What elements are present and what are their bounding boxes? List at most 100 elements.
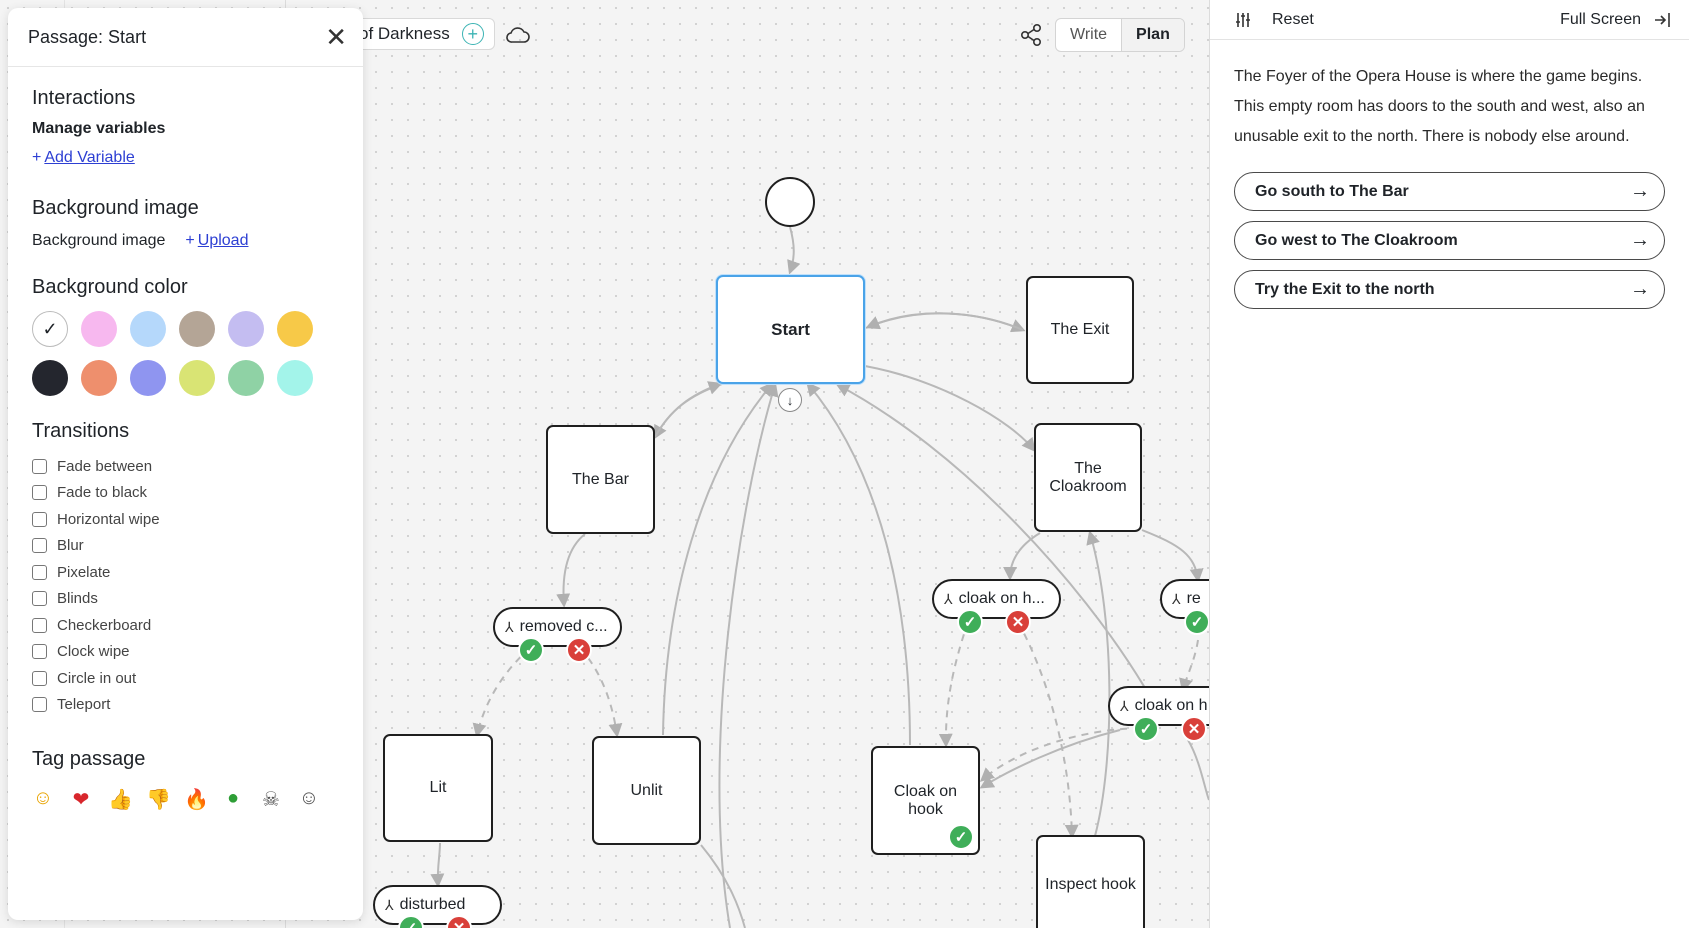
settings-sliders-icon[interactable] [1234, 11, 1252, 29]
close-icon[interactable]: ✕ [1005, 609, 1031, 635]
passage-node-the-exit[interactable]: The Exit [1026, 276, 1134, 384]
transition-checkbox[interactable] [32, 564, 47, 580]
transition-option[interactable]: Circle in out [32, 665, 339, 692]
condition-label: disturbed [399, 896, 466, 913]
smile-icon[interactable]: ☺ [32, 787, 54, 809]
arrow-right-icon: → [1630, 229, 1650, 251]
transition-option[interactable]: Fade to black [32, 480, 339, 507]
choice-label: Go west to The Cloakroom [1255, 231, 1458, 249]
color-swatch[interactable] [277, 311, 313, 347]
color-swatch[interactable] [228, 311, 264, 347]
transition-option[interactable]: Pixelate [32, 559, 339, 586]
transition-label: Teleport [57, 696, 111, 714]
transition-checkbox[interactable] [32, 670, 47, 686]
skull-icon[interactable]: ☠ [262, 789, 280, 811]
background-image-row: Background image +Upload [32, 232, 339, 250]
passage-node-inspect-hook[interactable]: Inspect hook [1036, 835, 1145, 928]
check-icon[interactable]: ✓ [957, 609, 983, 635]
background-image-label: Background image [32, 232, 166, 249]
condition-node-removed[interactable]: ⅄ removed c... [493, 607, 622, 647]
choice-button[interactable]: Try the Exit to the north → [1234, 270, 1665, 309]
color-swatch[interactable] [81, 311, 117, 347]
transition-checkbox[interactable] [32, 538, 47, 554]
story-title-text: of Darkness [359, 24, 450, 43]
transition-option[interactable]: Fade between [32, 453, 339, 480]
color-swatch[interactable] [179, 311, 215, 347]
add-passage-icon[interactable]: + [461, 23, 484, 45]
plan-mode-button[interactable]: Plan [1122, 19, 1184, 51]
transition-label: Blinds [57, 590, 98, 608]
check-icon[interactable]: ✓ [518, 637, 544, 663]
transition-label: Pixelate [57, 563, 111, 581]
transition-option[interactable]: Teleport [32, 692, 339, 719]
transition-option[interactable]: Blur [32, 533, 339, 560]
transition-checkbox[interactable] [32, 697, 47, 713]
collapse-panel-icon[interactable] [1653, 11, 1671, 29]
transition-checkbox[interactable] [32, 644, 47, 660]
choice-button[interactable]: Go south to The Bar→ [1234, 172, 1665, 211]
thumbs-down-icon[interactable]: 👎 [146, 789, 171, 811]
transition-checkbox[interactable] [32, 591, 47, 607]
transition-label: Horizontal wipe [57, 510, 160, 528]
full-screen-button[interactable]: Full Screen [1560, 10, 1641, 28]
color-swatch[interactable]: ✓ [32, 311, 68, 347]
choice-list: Go south to The Bar→ Go west to The Cloak… [1210, 152, 1689, 309]
close-icon[interactable]: ✕ [566, 637, 592, 663]
transition-checkbox[interactable] [32, 617, 47, 633]
add-emoji-icon[interactable]: ☺ [298, 787, 320, 809]
choice-button[interactable]: Go west to The Cloakroom → [1234, 221, 1665, 260]
preview-toolbar: Reset Full Screen [1210, 0, 1689, 40]
passage-node-start[interactable]: Start [716, 275, 865, 384]
transition-option[interactable]: Checkerboard [32, 612, 339, 639]
branch-icon: ⅄ [505, 618, 514, 635]
cloud-sync-icon[interactable] [505, 24, 531, 46]
passage-node-label: Cloak on hook [893, 782, 958, 818]
branch-icon: ⅄ [944, 590, 953, 607]
transition-checkbox[interactable] [32, 511, 47, 527]
check-icon[interactable]: ✓ [1133, 716, 1159, 742]
color-swatch[interactable] [32, 360, 68, 396]
color-swatch[interactable] [130, 311, 166, 347]
write-mode-button[interactable]: Write [1056, 19, 1123, 51]
choice-label: Try the Exit to the north [1255, 280, 1435, 298]
color-swatch[interactable] [130, 360, 166, 396]
condition-label: re [1186, 590, 1201, 607]
reset-button[interactable]: Reset [1272, 10, 1314, 28]
transition-label: Fade between [57, 457, 153, 475]
color-swatch[interactable] [277, 360, 313, 396]
arrow-down-icon[interactable]: ↓ [778, 388, 802, 412]
color-swatch[interactable] [228, 360, 264, 396]
arrow-right-icon: → [1630, 278, 1650, 300]
upload-link[interactable]: Upload [197, 232, 249, 249]
fire-icon[interactable]: 🔥 [184, 789, 209, 811]
passage-node-the-cloakroom[interactable]: The Cloakroom [1034, 423, 1142, 532]
tag-list: ☺ ❤ 👍 👎 🔥 ● ☠ ☺ [32, 787, 339, 812]
passage-node-lit[interactable]: Lit [383, 734, 493, 842]
passage-node-the-bar[interactable]: The Bar [546, 425, 655, 534]
condition-label: removed c... [519, 618, 608, 635]
color-swatch[interactable] [179, 360, 215, 396]
heart-icon[interactable]: ❤ [72, 789, 90, 811]
green-circle-icon[interactable]: ● [226, 787, 240, 809]
transition-checkbox[interactable] [32, 458, 47, 474]
transition-option[interactable]: Blinds [32, 586, 339, 613]
story-title[interactable]: of Darkness + [352, 18, 495, 50]
condition-node-cloak-on-hook[interactable]: ⅄ cloak on h... [932, 579, 1061, 619]
color-swatch[interactable] [81, 360, 117, 396]
transitions-heading: Transitions [32, 420, 130, 442]
transition-option[interactable]: Clock wipe [32, 639, 339, 666]
add-variable-link[interactable]: Add Variable [44, 149, 135, 166]
passage-text: The Foyer of the Opera House is where th… [1234, 68, 1645, 145]
transition-option[interactable]: Horizontal wipe [32, 506, 339, 533]
branch-icon: ⅄ [385, 896, 394, 913]
condition-node-disturbed[interactable]: ⅄ disturbed [373, 885, 502, 925]
share-icon[interactable] [1018, 22, 1044, 48]
panel-title: Passage: Start [28, 26, 147, 47]
transition-checkbox[interactable] [32, 485, 47, 501]
thumbs-up-icon[interactable]: 👍 [108, 789, 133, 811]
passage-node-unlit[interactable]: Unlit [592, 736, 701, 845]
close-icon[interactable]: ✕ [1181, 716, 1207, 742]
close-icon[interactable]: ✕ [325, 22, 347, 52]
check-icon[interactable]: ✓ [1184, 609, 1209, 635]
mode-toggle: Write Plan [1055, 18, 1185, 52]
